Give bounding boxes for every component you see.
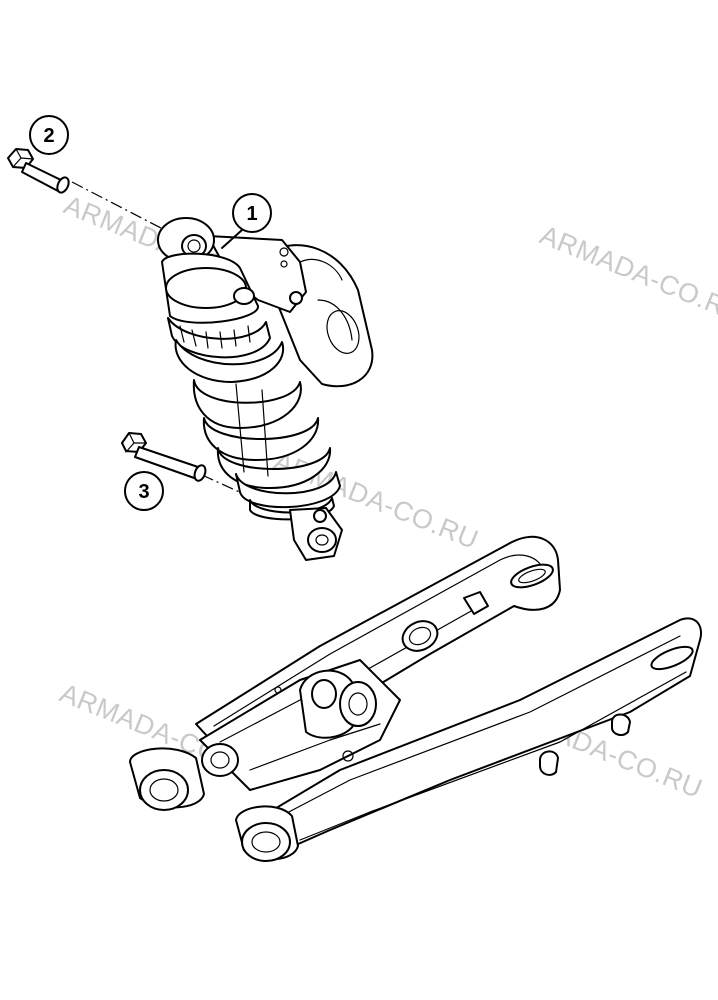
shock-absorber-icon <box>157 217 374 561</box>
callout-1: 1 <box>221 193 272 249</box>
upper-mounting-bolt-icon <box>7 148 70 194</box>
watermark-text: ARMADA-CO.RU <box>536 220 718 329</box>
callout-3: 3 <box>124 471 164 511</box>
swingarm-icon <box>129 535 702 862</box>
lower-mounting-bolt-icon <box>121 432 207 482</box>
callout-2-label: 2 <box>43 125 54 147</box>
callout-1-label: 1 <box>246 203 257 225</box>
callout-2: 2 <box>29 115 69 155</box>
callout-3-label: 3 <box>138 481 149 503</box>
